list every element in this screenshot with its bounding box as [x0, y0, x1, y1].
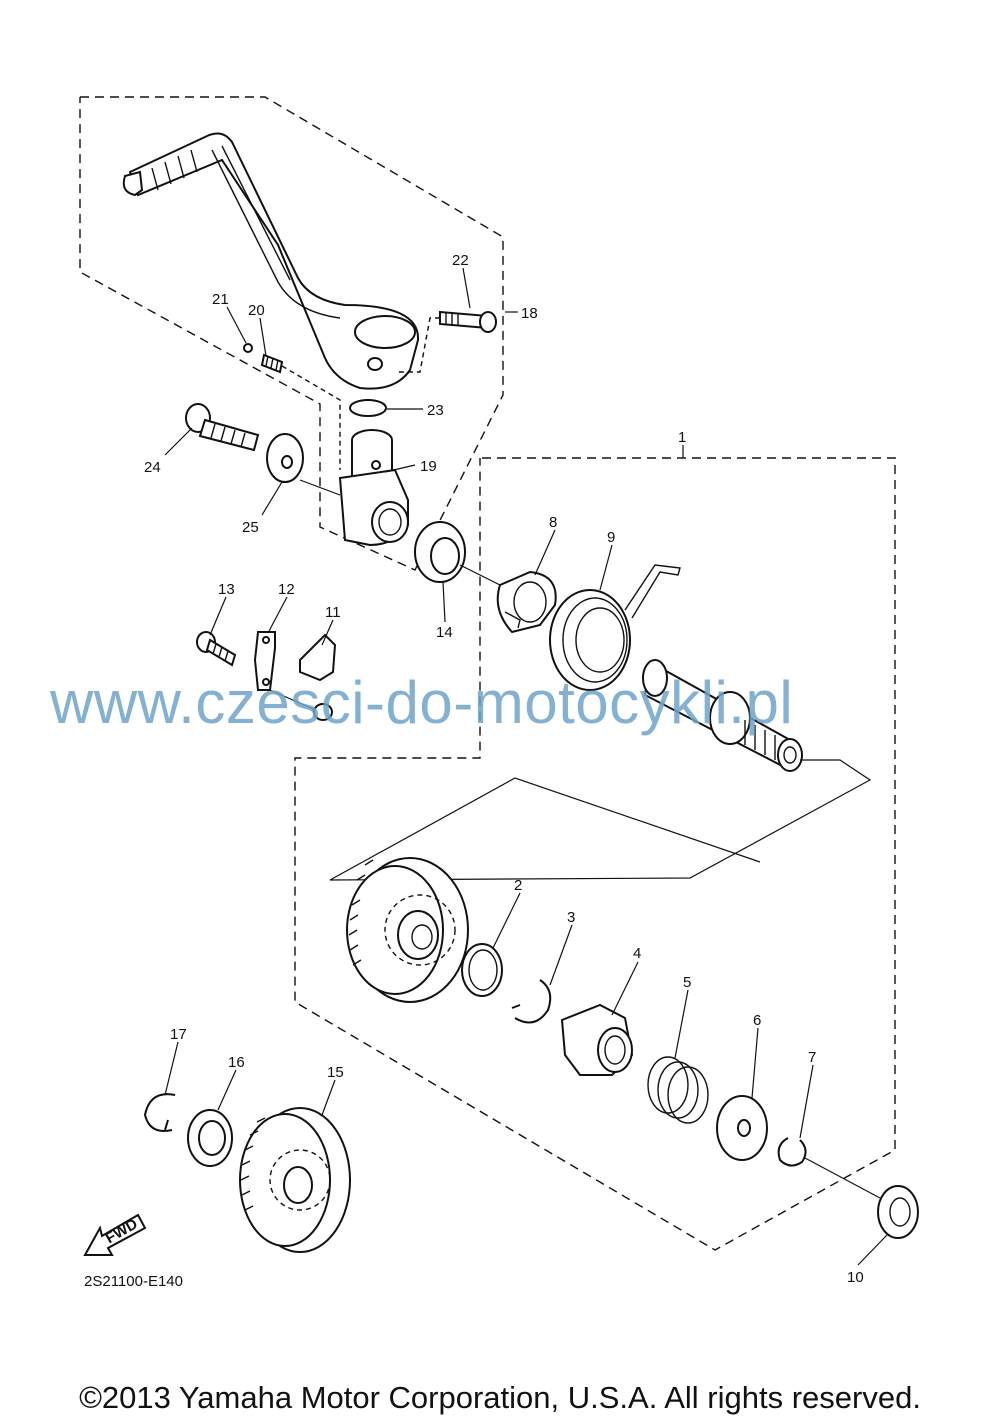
callout-label: 21	[212, 291, 229, 308]
callout-label: 13	[218, 581, 235, 598]
collar-part	[496, 570, 557, 634]
callout-label: 1	[678, 429, 686, 446]
kick-gear-part	[346, 857, 469, 1003]
callout-label: 4	[633, 945, 641, 962]
watermark-text: www.czesci-do-motocykli.pl	[50, 669, 794, 736]
callout-label: 18	[521, 305, 538, 322]
callout-leaders	[164, 267, 888, 1266]
plate-part	[253, 631, 321, 713]
callout-label: 16	[228, 1054, 245, 1071]
bolt-part	[395, 310, 497, 373]
callout-label: 17	[170, 1026, 187, 1043]
washer-part	[461, 943, 503, 997]
fwd-arrow-icon: FWD	[83, 1213, 147, 1256]
torsion-spring-part	[549, 564, 681, 691]
guide-part	[299, 633, 337, 721]
spring-part	[647, 1056, 709, 1124]
callout-label: 19	[420, 458, 437, 475]
bolt-part	[185, 403, 260, 452]
callout-label: 15	[327, 1064, 344, 1081]
callout-label: 6	[753, 1012, 761, 1029]
circlip-part	[349, 399, 387, 417]
idle-gear-part	[239, 1107, 351, 1253]
callout-label: 11	[325, 604, 341, 621]
callout-label: 10	[847, 1269, 864, 1286]
circlip-part	[511, 979, 552, 1024]
circlip-part	[777, 1137, 807, 1167]
callout-label: 12	[278, 581, 295, 598]
callout-label: 14	[436, 624, 453, 641]
callout-labels: 1 2 3 4 5 6 7 8 9 10 11 12 13 14 15 16 1…	[144, 252, 864, 1286]
kick-lever-group-outline	[79, 96, 504, 571]
circlip-part	[143, 1093, 176, 1132]
washer-part	[877, 1185, 919, 1239]
washer-part	[187, 1109, 233, 1167]
kick-boss-part	[338, 429, 409, 547]
callout-label: 24	[144, 459, 161, 476]
oil-seal-part	[414, 521, 501, 586]
kick-lever-part	[122, 132, 420, 390]
callout-label: 22	[452, 252, 469, 269]
kick-shaft-part	[329, 659, 872, 881]
callout-label: 7	[808, 1049, 816, 1066]
spring-part	[260, 353, 341, 470]
bolt-part	[196, 631, 237, 667]
callout-label: 9	[607, 529, 615, 546]
copyright-notice: ©2013 Yamaha Motor Corporation, U.S.A. A…	[79, 1380, 921, 1415]
washer-part	[716, 1095, 768, 1161]
ball-part	[243, 343, 253, 353]
drawing-code: 2S21100-E140	[84, 1273, 183, 1290]
callout-label: 8	[549, 514, 557, 531]
ratchet-part	[560, 1003, 634, 1076]
callout-label: 23	[427, 402, 444, 419]
washer-part	[266, 433, 341, 496]
callout-label: 3	[567, 909, 575, 926]
callout-label: 5	[683, 974, 691, 991]
callout-label: 25	[242, 519, 259, 536]
callout-label: 2	[514, 877, 522, 894]
callout-label: 20	[248, 302, 265, 319]
kick-shaft-group-outline	[294, 457, 896, 1251]
